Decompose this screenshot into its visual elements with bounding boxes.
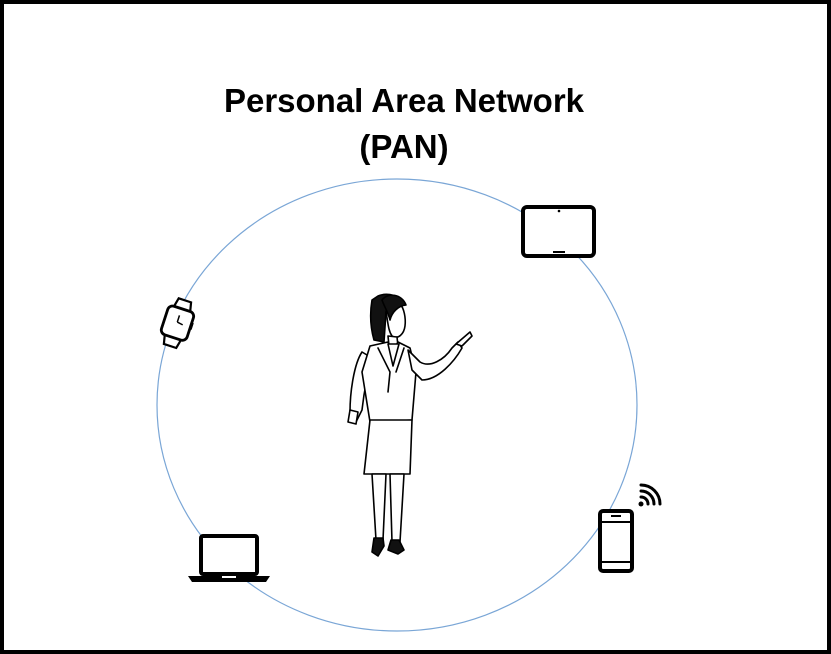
network-boundary-circle <box>156 178 638 632</box>
title-line-1: Personal Area Network <box>223 82 585 119</box>
title-line-2: (PAN) <box>359 128 449 165</box>
smartwatch-icon <box>159 297 196 350</box>
wifi-icon <box>638 483 662 507</box>
laptop-icon <box>188 534 270 582</box>
smartphone-icon <box>598 509 634 573</box>
tablet-icon <box>521 205 596 258</box>
businesswoman-figure <box>347 293 473 557</box>
diagram-title: Personal Area Network (PAN) <box>144 78 664 170</box>
